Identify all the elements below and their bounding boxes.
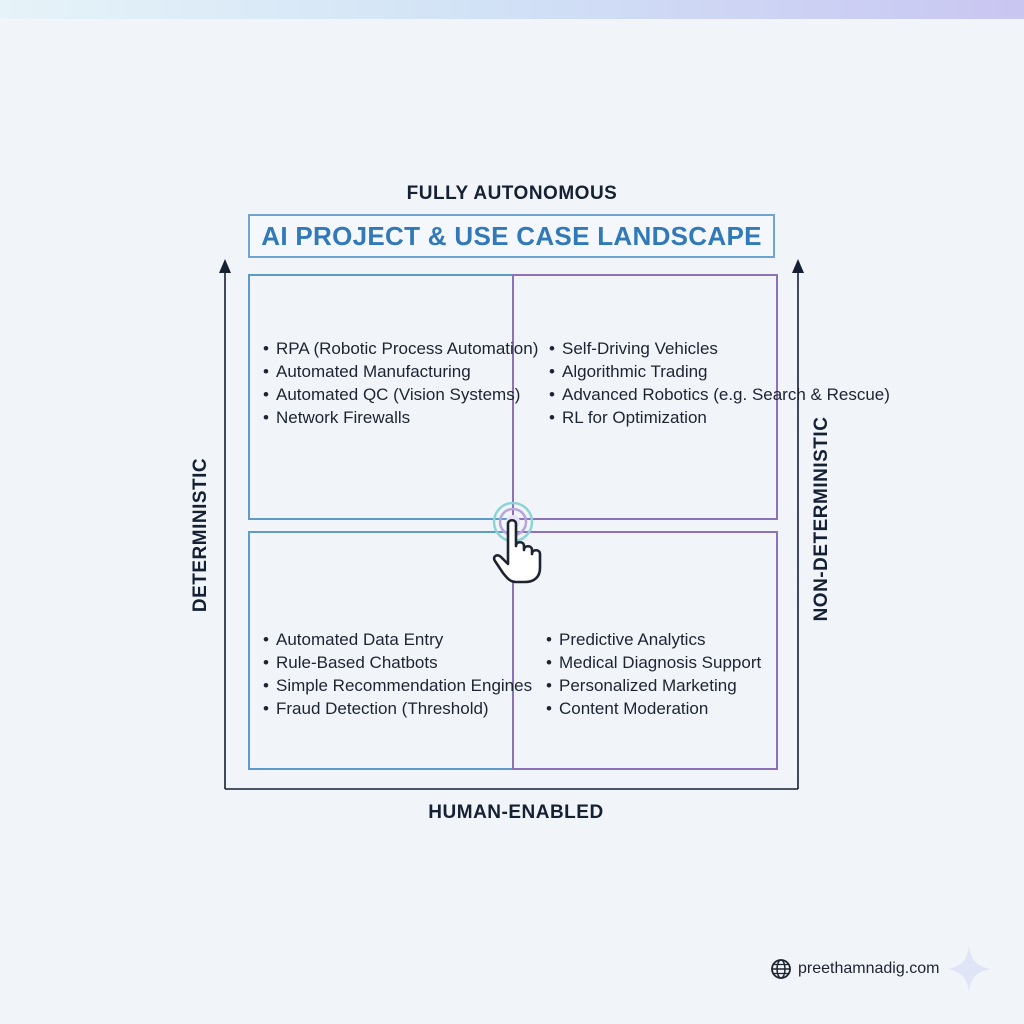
axis-label-top: FULLY AUTONOMOUS	[406, 183, 618, 204]
sparkle-icon	[946, 946, 992, 992]
arrow-up-left-icon	[219, 259, 231, 273]
title-box: AI PROJECT & USE CASE LANDSCAPE	[248, 214, 775, 258]
list-item: Fraud Detection (Threshold)	[263, 697, 532, 720]
list-item: Predictive Analytics	[546, 628, 761, 651]
top-gradient-bar	[0, 0, 1024, 19]
website-link[interactable]: preethamnadig.com	[798, 960, 940, 977]
list-item: Advanced Robotics (e.g. Search & Rescue)	[549, 383, 890, 406]
list-item: Automated Data Entry	[263, 628, 532, 651]
axis-label-bottom: HUMAN-ENABLED	[428, 802, 604, 823]
list-item: Automated QC (Vision Systems)	[263, 383, 538, 406]
pointer-hand-icon	[492, 501, 542, 584]
list-top-right: Self-Driving Vehicles Algorithmic Tradin…	[549, 337, 890, 429]
list-item: Content Moderation	[546, 697, 761, 720]
list-item: RPA (Robotic Process Automation)	[263, 337, 538, 360]
footer-website[interactable]: preethamnadig.com	[770, 958, 939, 980]
list-item: Algorithmic Trading	[549, 360, 890, 383]
list-bottom-right: Predictive Analytics Medical Diagnosis S…	[546, 628, 761, 720]
list-item: Self-Driving Vehicles	[549, 337, 890, 360]
list-item: Network Firewalls	[263, 406, 538, 429]
list-item: RL for Optimization	[549, 406, 890, 429]
list-item: Medical Diagnosis Support	[546, 651, 761, 674]
list-bottom-left: Automated Data Entry Rule-Based Chatbots…	[263, 628, 532, 720]
axis-label-right: NON-DETERMINISTIC	[811, 416, 832, 622]
list-item: Rule-Based Chatbots	[263, 651, 532, 674]
list-top-left: RPA (Robotic Process Automation) Automat…	[263, 337, 538, 429]
list-item: Simple Recommendation Engines	[263, 674, 532, 697]
diagram-title: AI PROJECT & USE CASE LANDSCAPE	[261, 220, 762, 251]
list-item: Personalized Marketing	[546, 674, 761, 697]
arrow-up-right-icon	[792, 259, 804, 273]
axis-label-left: DETERMINISTIC	[190, 457, 211, 613]
globe-icon	[771, 959, 791, 979]
list-item: Automated Manufacturing	[263, 360, 538, 383]
